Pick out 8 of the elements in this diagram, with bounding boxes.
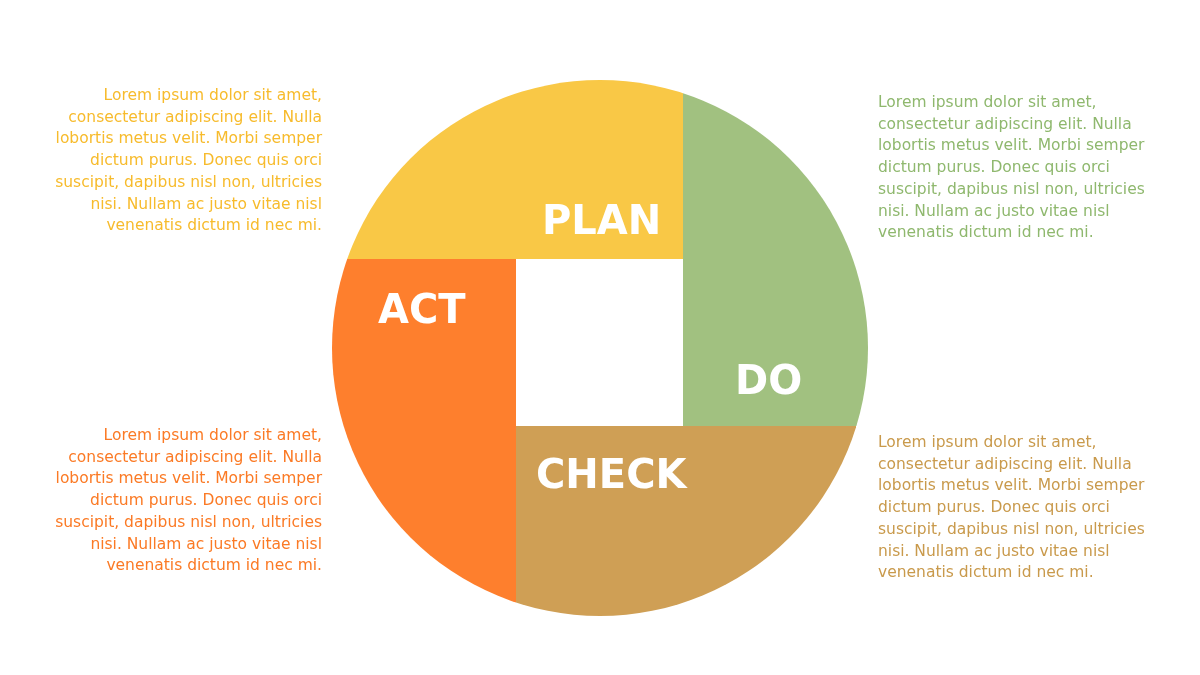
segment-label: PLAN [542, 200, 662, 240]
description-text: Lorem ipsum dolor sit amet, consectetur adipiscing elit. Nulla lobortis metus velit. Morbi semper dictum purus. Donec quis orci suscipit, dapibus nisl non, ultricies nisi. Nullam ac justo vitae nisl venenatis dictum id nec mi. [878, 432, 1146, 584]
segment-label: CHECK [536, 454, 687, 494]
segment-label: DO [735, 360, 803, 400]
description-text: Lorem ipsum dolor sit amet, consectetur adipiscing elit. Nulla lobortis metus velit. Morbi semper dictum purus. Donec quis orci suscipit, dapibus nisl non, ultricies nisi. Nullam ac justo vitae nisl venenatis dictum id nec mi. [878, 92, 1146, 244]
description-text: Lorem ipsum dolor sit amet, consectetur adipiscing elit. Nulla lobortis metus velit. Morbi semper dictum purus. Donec quis orci suscipit, dapibus nisl non, ultricies nisi. Nullam ac justo vitae nisl venenatis dictum id nec mi. [54, 425, 322, 577]
segment-label: ACT [378, 289, 466, 329]
description-text: Lorem ipsum dolor sit amet, consectetur adipiscing elit. Nulla lobortis metus velit. Morbi semper dictum purus. Donec quis orci suscipit, dapibus nisl non, ultricies nisi. Nullam ac justo vitae nisl venenatis dictum id nec mi. [54, 85, 322, 237]
